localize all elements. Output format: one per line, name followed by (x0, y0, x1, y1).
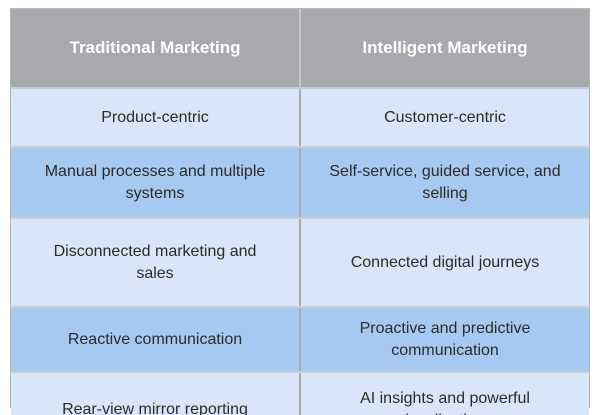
table-row: Disconnected marketing and sales Connect… (11, 218, 589, 308)
cell-traditional-product-centric: Product-centric (11, 88, 301, 148)
cell-intelligent-ai-insights: AI insights and powerful visualizations (300, 372, 589, 415)
table-row: Rear-view mirror reporting AI insights a… (11, 372, 589, 415)
table-body: Product-centric Customer-centric Manual … (11, 88, 589, 415)
cell-traditional-reactive-communication: Reactive communication (11, 307, 301, 373)
table-row: Manual processes and multiple systems Se… (11, 147, 589, 219)
marketing-comparison-table: Traditional Marketing Intelligent Market… (11, 9, 589, 415)
cell-intelligent-self-service: Self-service, guided service, and sellin… (300, 147, 589, 219)
cell-intelligent-proactive-communication: Proactive and predictive communication (300, 307, 589, 373)
table-row: Product-centric Customer-centric (11, 88, 589, 148)
column-header-intelligent-marketing: Intelligent Marketing (300, 9, 589, 89)
cell-intelligent-customer-centric: Customer-centric (300, 88, 589, 148)
comparison-table: Traditional Marketing Intelligent Market… (10, 8, 590, 415)
cell-traditional-rear-view-reporting: Rear-view mirror reporting (11, 372, 301, 415)
cell-intelligent-connected-journeys: Connected digital journeys (300, 218, 589, 308)
table-row: Reactive communication Proactive and pre… (11, 307, 589, 373)
column-header-traditional-marketing: Traditional Marketing (11, 9, 301, 89)
cell-traditional-disconnected: Disconnected marketing and sales (11, 218, 301, 308)
table-header: Traditional Marketing Intelligent Market… (11, 9, 589, 89)
header-row: Traditional Marketing Intelligent Market… (11, 9, 589, 89)
cell-traditional-manual-processes: Manual processes and multiple systems (11, 147, 301, 219)
